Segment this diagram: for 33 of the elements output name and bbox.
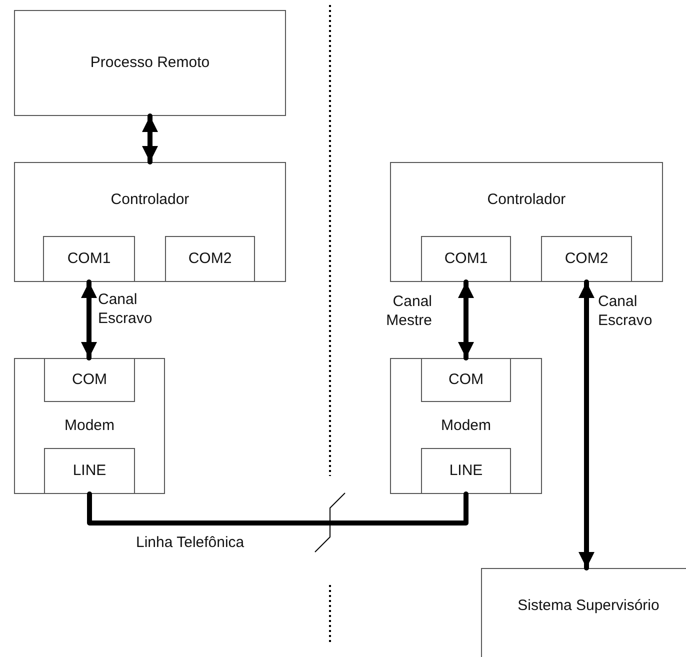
node-label: Modem xyxy=(440,417,492,434)
process-box xyxy=(14,10,286,116)
controller-box xyxy=(14,162,286,282)
port-box xyxy=(421,358,511,402)
node-label: COM xyxy=(448,371,484,388)
node-label: LINE xyxy=(448,462,484,479)
arrow xyxy=(578,280,594,570)
port-box xyxy=(421,448,511,494)
modem-box xyxy=(390,358,542,494)
arrow xyxy=(142,114,158,164)
arrow xyxy=(81,280,97,360)
controller-box xyxy=(390,162,663,282)
node-label: LINE xyxy=(72,462,108,479)
port-box xyxy=(44,358,135,402)
node-label: Controlador xyxy=(486,191,567,208)
modem-box xyxy=(14,358,165,494)
supervisory-system-box xyxy=(481,568,686,657)
node-label: COM2 xyxy=(564,250,610,267)
node-label: COM1 xyxy=(66,250,112,267)
arrow xyxy=(458,280,474,360)
node-label: Processo Remoto xyxy=(89,54,211,71)
port-box xyxy=(165,236,255,282)
port-box xyxy=(421,236,511,282)
port-box xyxy=(44,448,135,494)
node-label: COM xyxy=(71,371,108,388)
connection-line xyxy=(87,492,468,526)
node-label: Modem xyxy=(63,417,116,434)
node-label: COM2 xyxy=(187,250,233,267)
port-box xyxy=(541,236,632,282)
node-label: COM1 xyxy=(443,250,489,267)
node-label: Controlador xyxy=(110,191,190,208)
node-label: Sistema Supervisório xyxy=(516,597,660,614)
port-box xyxy=(43,236,135,282)
